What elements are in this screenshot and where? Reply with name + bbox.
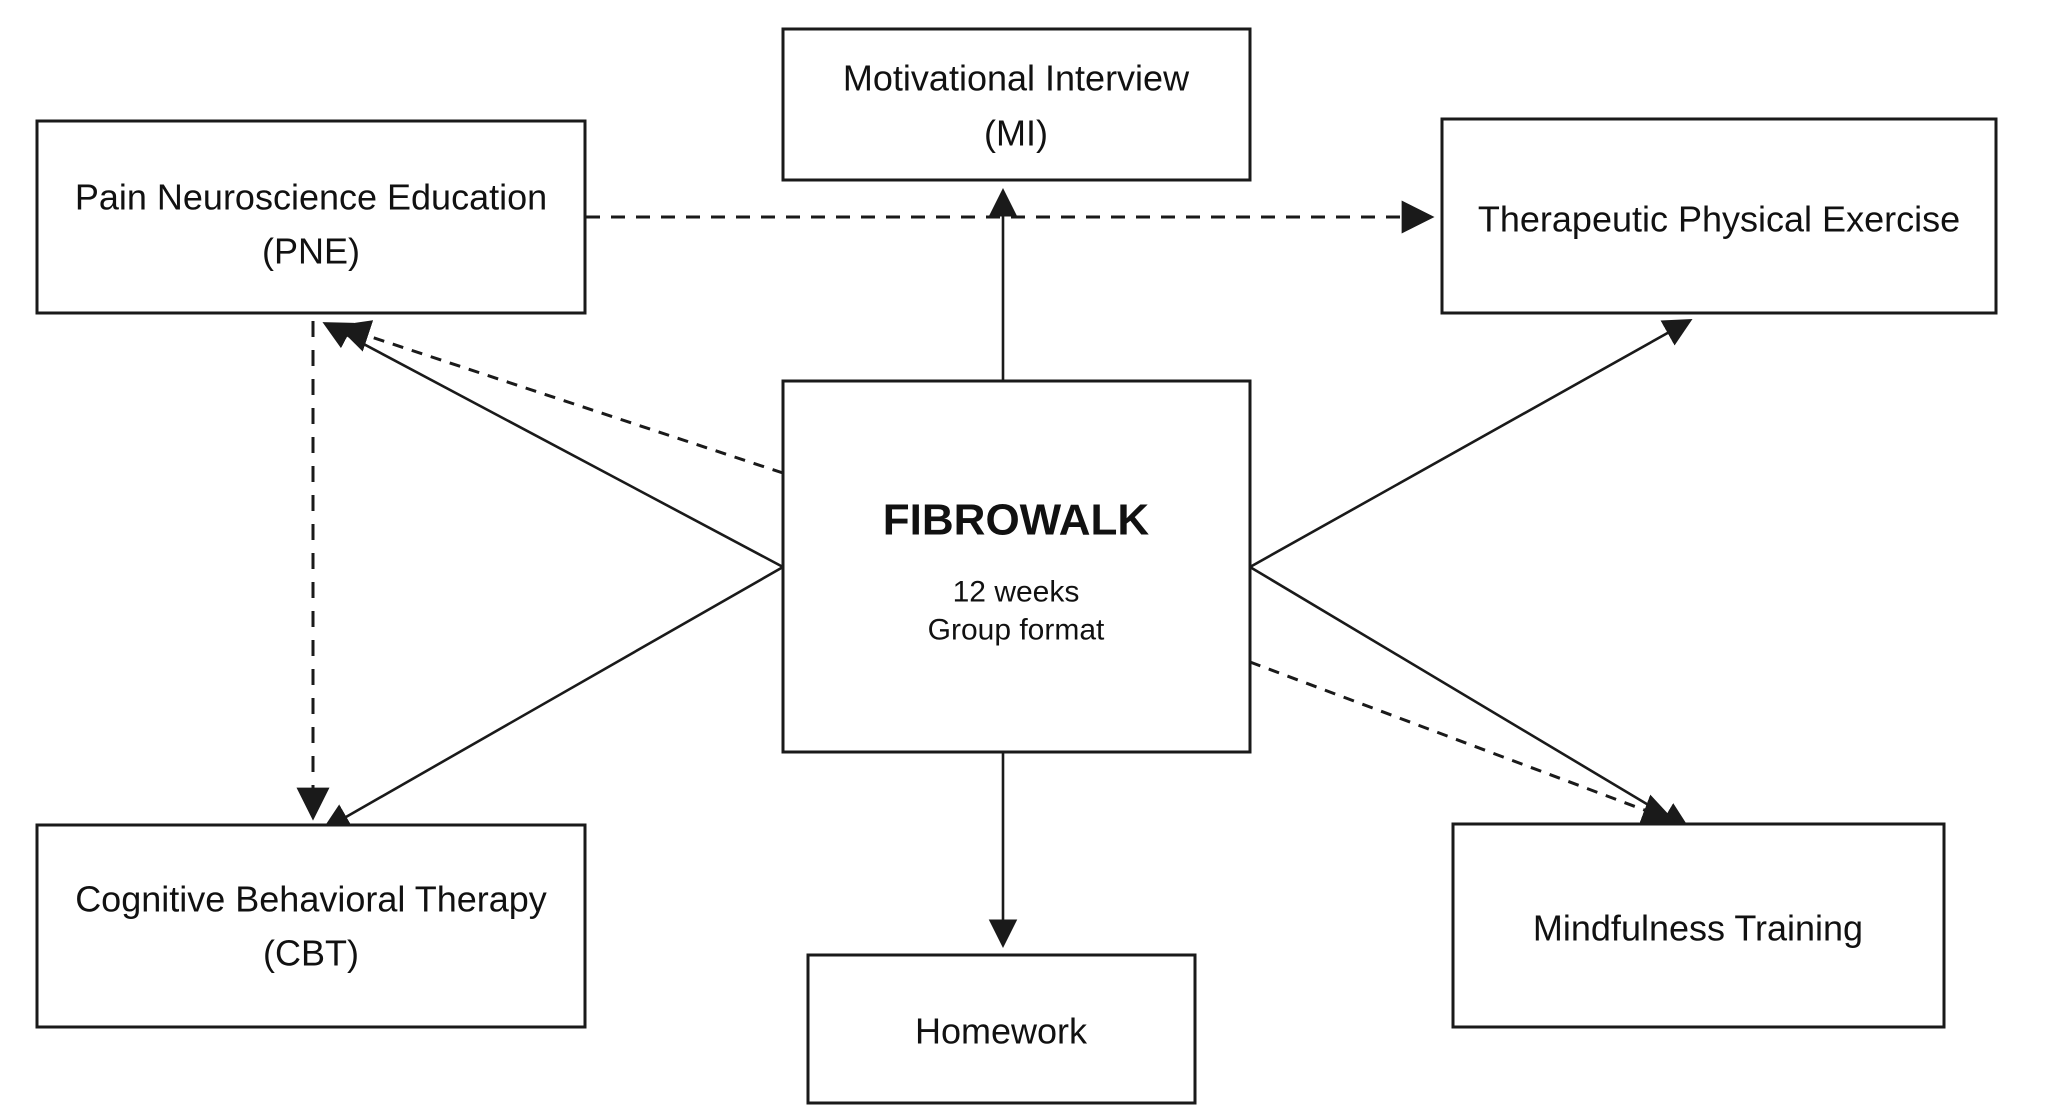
mindfulness-label: Mindfulness Training xyxy=(1533,908,1863,949)
cbt-box: Cognitive Behavioral Therapy (CBT) xyxy=(35,823,587,1029)
cbt-label-line1: Cognitive Behavioral Therapy xyxy=(75,879,547,920)
fibrowalk-title: FIBROWALK xyxy=(883,496,1150,545)
homework-box: Homework xyxy=(806,953,1197,1105)
edge-fibrowalk-to-mindfulness xyxy=(1249,565,1691,831)
pne-label-line2: (PNE) xyxy=(262,231,360,272)
fibrowalk-box: FIBROWALK 12 weeks Group format xyxy=(781,379,1252,754)
fibrowalk-subtitle-format: Group format xyxy=(928,614,1105,647)
fibrowalk-box-border xyxy=(781,379,1252,754)
edge-fibrowalk-to-pne xyxy=(322,322,784,569)
tpe-box: Therapeutic Physical Exercise xyxy=(1440,117,1998,315)
fibrowalk-subtitle-weeks: 12 weeks xyxy=(953,576,1080,609)
cbt-label-line2: (CBT) xyxy=(263,933,359,974)
homework-label: Homework xyxy=(915,1011,1088,1052)
homework-box-border xyxy=(806,953,1197,1105)
tpe-box-border xyxy=(1440,117,1998,315)
mindfulness-box: Mindfulness Training xyxy=(1451,822,1946,1029)
cbt-box-border xyxy=(35,823,587,1029)
edge-fibrowalk-to-tpe xyxy=(1249,319,1693,569)
mi-label-line2: (MI) xyxy=(984,113,1048,154)
pne-label-line1: Pain Neuroscience Education xyxy=(75,177,547,218)
edge-fibrowalk-to-pne-dashed xyxy=(336,320,784,475)
edge-fibrowalk-to-cbt xyxy=(321,565,784,831)
pne-box: Pain Neuroscience Education (PNE) xyxy=(35,119,587,315)
mi-box-border xyxy=(781,27,1252,182)
tpe-label: Therapeutic Physical Exercise xyxy=(1478,199,1960,240)
mindfulness-box-border xyxy=(1451,822,1946,1029)
mi-box: Motivational Interview (MI) xyxy=(781,27,1252,182)
edge-fibrowalk-to-mindfulness-dashed xyxy=(1249,660,1676,826)
mi-label-line1: Motivational Interview xyxy=(843,58,1190,99)
pne-box-border xyxy=(35,119,587,315)
